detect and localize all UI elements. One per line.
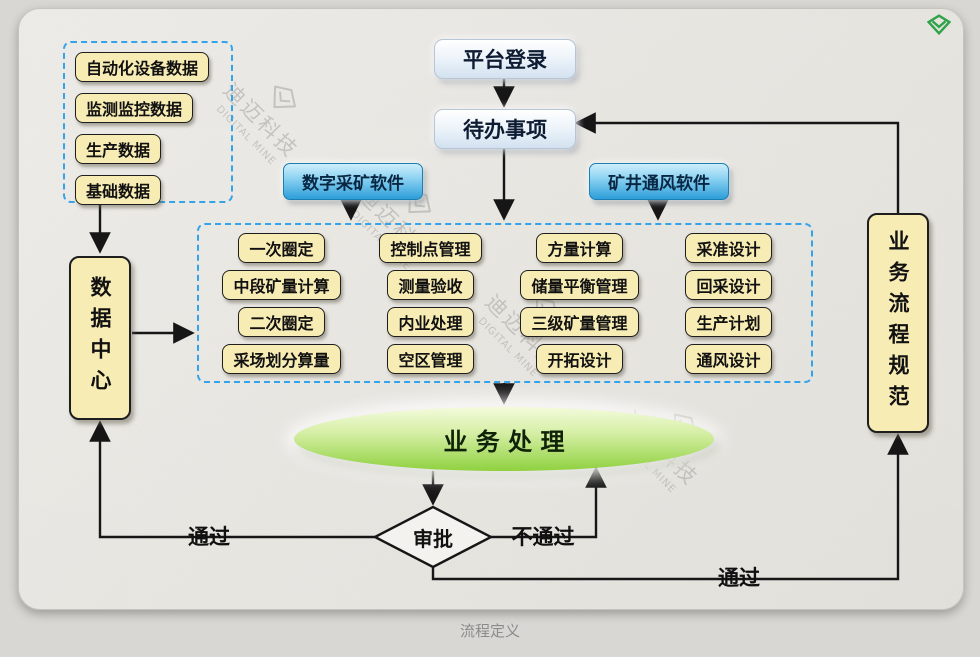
node-data-center: 数据中心 [69,256,131,420]
module-box: 测量验收 [387,269,474,300]
node-mine-ventilation-software: 矿井通风软件 [589,163,729,200]
module-box: 回采设计 [685,269,772,300]
module-box: 内业处理 [387,306,474,337]
node-business-process-spec: 业务流程规范 [867,213,929,433]
modules-group: 一次圈定 控制点管理 方量计算 采准设计 中段矿量计算 测量验收 储量平衡管理 … [197,223,813,383]
module-box: 中段矿量计算 [222,269,341,300]
module-box: 开拓设计 [536,343,623,374]
digital-mine-logo [926,14,952,39]
data-sources-group: 自动化设备数据 监测监控数据 生产数据 基础数据 [63,41,233,205]
digital-mine-watermark-icon [273,85,297,109]
module-box: 二次圈定 [238,306,325,337]
module-box: 采场划分算量 [222,343,341,374]
edge-label-reject-right: 不通过 [511,525,575,549]
node-approval-label: 审批 [413,527,453,551]
node-platform-login: 平台登录 [434,39,576,79]
module-box: 通风设计 [685,343,772,374]
node-digital-mining-software: 数字采矿软件 [283,163,423,200]
data-source-box: 生产数据 [75,134,162,164]
edge-label-approve-left: 通过 [188,525,230,549]
node-todo-items: 待办事项 [434,109,576,149]
module-box: 采准设计 [685,232,772,263]
data-source-box: 自动化设备数据 [75,52,210,82]
caption: 流程定义 [459,622,520,640]
data-source-box: 监测监控数据 [75,93,194,123]
module-box: 生产计划 [685,306,772,337]
node-business-processing: 业 务 处 理 [294,407,714,471]
module-box: 三级矿量管理 [520,306,639,337]
diagram-panel: 迪迈科技 DIGITAL MINE 迪迈科技 DIGITAL MINE 迪迈科技… [18,8,964,610]
module-box: 方量计算 [536,232,623,263]
module-box: 空区管理 [387,343,474,374]
module-box: 一次圈定 [238,232,325,263]
module-box: 控制点管理 [379,232,482,263]
data-source-box: 基础数据 [75,175,162,205]
edge-label-approve-bottom: 通过 [718,566,760,590]
module-box: 储量平衡管理 [520,269,639,300]
